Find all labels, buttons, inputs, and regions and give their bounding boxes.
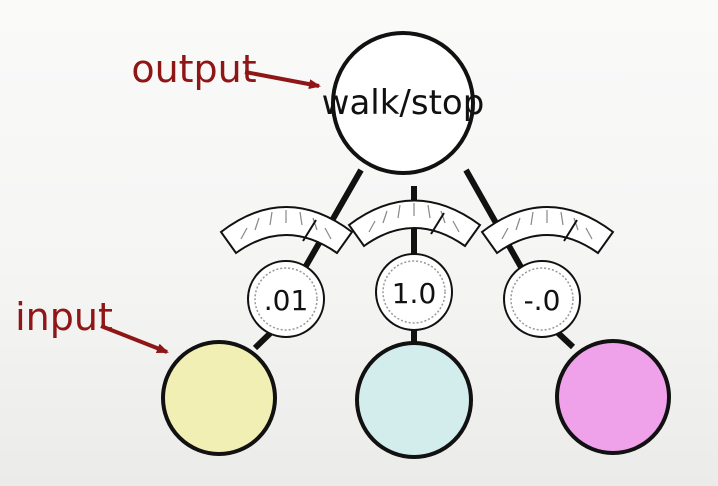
weight-gauge-1 — [219, 206, 354, 255]
output-node: walk/stop — [322, 31, 485, 175]
input-annotation-label: input — [15, 295, 113, 339]
weight-gauge-2 — [347, 199, 482, 248]
weight-gauge-3 — [480, 206, 615, 255]
input-node-right — [555, 339, 671, 455]
input-node-left — [161, 340, 277, 456]
weight-value-3: -.0 — [524, 284, 561, 317]
weight-knob-3: -.0 — [503, 260, 581, 338]
weight-knob-1: .01 — [247, 260, 325, 338]
weight-value-2: 1.0 — [392, 277, 437, 310]
weight-value-1: .01 — [264, 284, 309, 317]
output-annotation-label: output — [131, 47, 256, 91]
input-annotation-arrow — [100, 324, 169, 354]
output-node-label: walk/stop — [322, 83, 485, 123]
input-node-middle — [355, 341, 473, 459]
output-annotation-arrow — [244, 70, 321, 90]
weight-knob-2: 1.0 — [375, 253, 453, 331]
